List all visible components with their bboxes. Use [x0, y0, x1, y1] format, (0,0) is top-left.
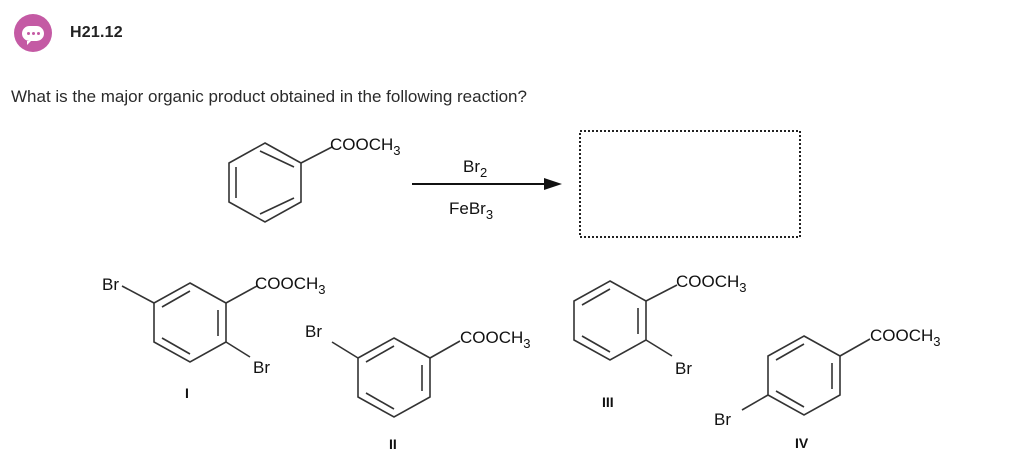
benzene-ring-choice-2: [331, 337, 461, 418]
label-cooch3: COOCH3: [676, 272, 747, 295]
label-cooch3-reactant: COOCH3: [330, 135, 401, 158]
label-br: Br: [253, 358, 270, 377]
benzene-ring-choice-1: [121, 282, 258, 363]
label-cooch3: COOCH3: [870, 326, 941, 349]
chat-bubble-icon[interactable]: [14, 14, 52, 52]
reagent-br2: Br2: [463, 157, 487, 180]
catalyst-febr3: FeBr3: [449, 199, 493, 222]
label-br: Br: [102, 275, 119, 294]
choice-numeral: II: [389, 436, 397, 452]
choice-numeral: I: [185, 385, 189, 401]
choice-numeral: III: [602, 394, 614, 410]
choice-numeral: IV: [795, 435, 809, 451]
label-br: Br: [714, 410, 731, 429]
choice-4[interactable]: COOCH3 Br IV: [714, 326, 941, 451]
arrow-head-icon: [544, 178, 562, 190]
label-br: Br: [675, 359, 692, 378]
choice-2[interactable]: Br COOCH3 II: [305, 322, 531, 452]
benzene-ring-choice-4: [741, 335, 871, 416]
benzene-ring-choice-3: [573, 280, 678, 361]
label-br: Br: [305, 322, 322, 341]
choice-1[interactable]: Br COOCH3 Br I: [102, 274, 326, 401]
problem-header: H21.12: [14, 14, 123, 52]
choice-3[interactable]: COOCH3 Br III: [602, 272, 747, 410]
answer-drop-box[interactable]: [579, 130, 801, 238]
question-text: What is the major organic product obtain…: [11, 87, 527, 106]
benzene-ring-reactant: [228, 142, 333, 223]
label-cooch3: COOCH3: [255, 274, 326, 297]
label-cooch3: COOCH3: [460, 328, 531, 351]
problem-id: H21.12: [70, 24, 123, 41]
